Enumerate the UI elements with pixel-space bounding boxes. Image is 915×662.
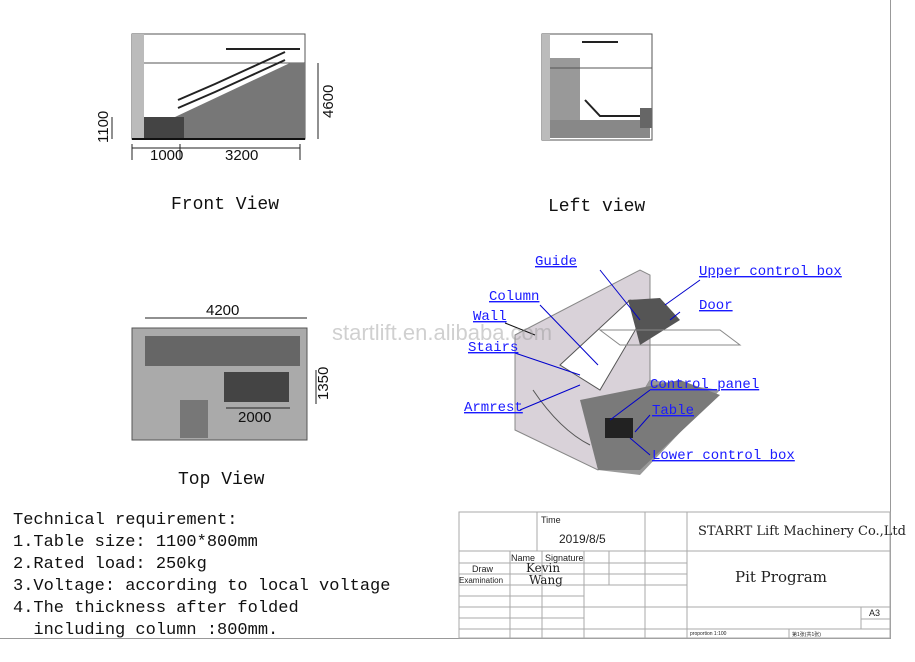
top-dim-2000: 2000 xyxy=(238,409,271,426)
time-label: Time xyxy=(541,515,561,525)
tech-item: 1.Table size: 1100*800mm xyxy=(13,533,258,552)
left-view-label: Left view xyxy=(548,197,646,217)
draw-name: Kevin xyxy=(526,561,561,575)
callout-door: Door xyxy=(699,298,733,314)
tech-title: Technical requirement: xyxy=(13,511,238,530)
callout-column: Column xyxy=(489,289,539,305)
examination-name: Wang xyxy=(529,573,563,587)
front-dim-1100: 1100 xyxy=(95,111,112,143)
front-view-drawing: 1000 3200 1100 4600 xyxy=(95,33,337,164)
front-view-label: Front View xyxy=(171,195,280,215)
callout-wall: Wall xyxy=(473,309,507,325)
company-name: STARRT Lift Machinery Co.,Ltd xyxy=(698,524,906,539)
date-value: 2019/8/5 xyxy=(559,532,606,546)
front-dim-4600: 4600 xyxy=(320,85,337,118)
tech-item: 4.The thickness after folded xyxy=(13,599,299,618)
tech-item: 2.Rated load: 250kg xyxy=(13,555,207,574)
proportion: proportion 1:100 xyxy=(690,631,727,637)
isometric-drawing: Guide Upper control box Column Door Wall… xyxy=(464,254,842,475)
name-label: Name xyxy=(511,553,536,563)
tech-item: including column :800mm. xyxy=(13,621,279,640)
top-view-drawing: 4200 2000 1350 xyxy=(131,302,332,441)
front-dim-3200: 3200 xyxy=(225,147,258,164)
technical-requirements: Technical requirement: 1.Table size: 1100… xyxy=(13,510,390,642)
callout-armrest: Armrest xyxy=(464,400,523,416)
callout-upper-control-box: Upper control box xyxy=(699,264,842,280)
callout-control-panel: Control panel xyxy=(650,377,759,393)
watermark: startlift.en.alibaba.com xyxy=(332,320,553,345)
left-view-drawing xyxy=(541,33,653,141)
callout-guide: Guide xyxy=(535,254,577,270)
signature-label: Signature xyxy=(545,553,584,563)
draw-label: Draw xyxy=(472,564,494,574)
front-dim-1000: 1000 xyxy=(150,147,183,164)
top-dim-1350: 1350 xyxy=(315,367,332,400)
callout-table: Table xyxy=(652,403,694,419)
callout-stairs: Stairs xyxy=(468,340,518,356)
top-view-label: Top View xyxy=(178,470,265,490)
sheet-border xyxy=(0,0,891,639)
sheet-number: 第1张(共1张) xyxy=(792,632,821,638)
title-block-grid xyxy=(458,511,891,639)
sheet-size: A3 xyxy=(869,608,881,618)
examination-label: Examination xyxy=(459,576,504,585)
top-dim-4200: 4200 xyxy=(206,302,239,319)
callout-lower-control-box: Lower control box xyxy=(652,448,795,464)
tech-item: 3.Voltage: according to local voltage xyxy=(13,577,391,596)
drawing-title: Pit Program xyxy=(735,568,827,586)
